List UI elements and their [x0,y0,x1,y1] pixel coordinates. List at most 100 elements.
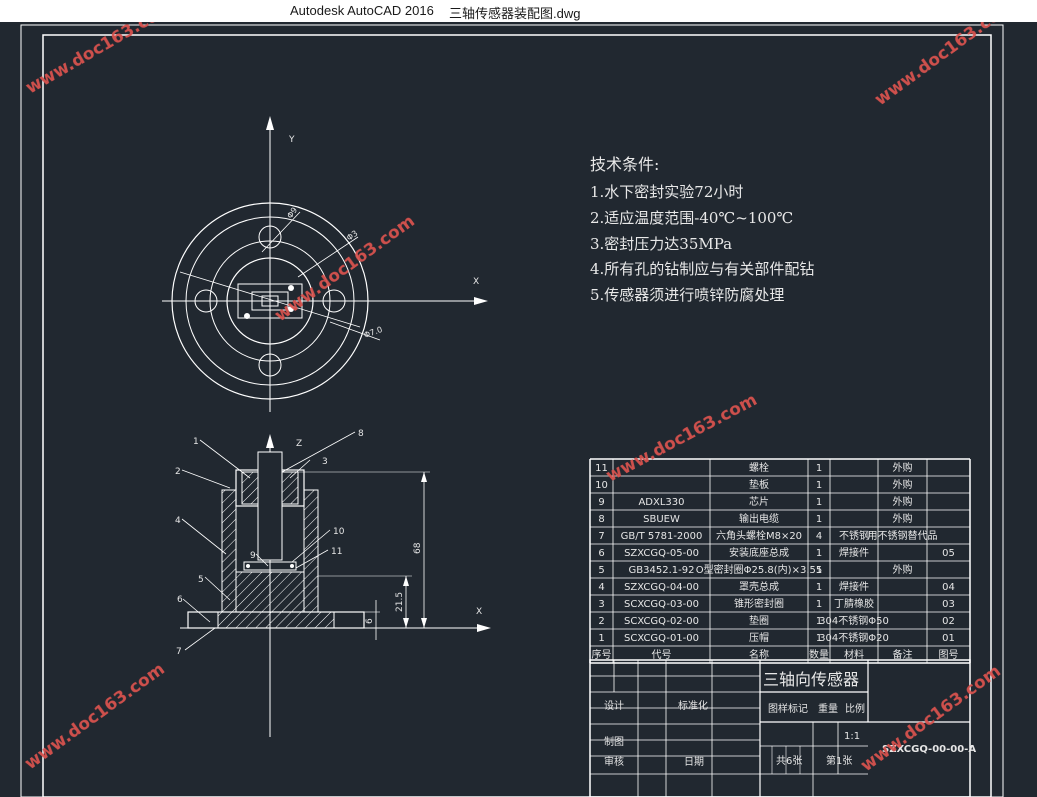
bom-cell-qty: 1 [816,633,822,644]
bom-cell-name: 芯片 [749,495,769,508]
bom-cell-code: SCXCGQ-03-00 [624,599,699,610]
x-axis-arrow [474,297,488,305]
bom-cell-name: 罩壳总成 [739,580,779,593]
tech-item-2: 2.适应温度范围-40℃~100℃ [590,209,793,227]
bom-cell-no: 8 [598,514,604,525]
section-x-axis-arrow [477,624,491,632]
callout-6: 6 [177,595,183,605]
top-view[interactable]: Y X Φ9 Φ3 Φ7.0 [162,116,488,412]
callout-4: 4 [175,516,181,526]
product-name: 三轴向传感器 [763,670,859,689]
bom-cell-code: SBUEW [643,514,680,525]
bom-cell-qty: 1 [816,480,822,491]
watermark-6: www.doc163.com [857,661,1005,776]
bom-cell-no: 5 [598,565,604,576]
tech-item-4: 4.所有孔的钻制应与有关部件配钻 [590,260,814,278]
bom-header-drawing: 图号 [939,649,959,661]
tech-heading: 技术条件: [590,155,659,174]
tech-item-1: 1.水下密封实验72小时 [590,183,743,201]
label-date: 日期 [684,756,704,768]
bolt-hole-top [258,225,282,249]
bom-header-material: 材料 [844,648,864,661]
bom-cell-name: 锥形密封圈 [734,597,784,610]
callout-7: 7 [176,647,182,657]
bom-cell-drawing: 03 [942,599,955,610]
bom-cell-material: 不锈钢 [839,529,869,542]
dim-height: 68 [413,542,423,554]
bom-header-note: 备注 [893,648,913,661]
sheets-total: 共6张 [776,755,802,767]
section-z-label: Z [296,439,302,449]
drawing-canvas[interactable]: Y X Φ9 Φ3 Φ7.0 Z X [0,22,1037,797]
bom-cell-note: 外购 [893,461,913,474]
bom-cell-code: ADXL330 [638,497,684,508]
bom-cell-note: 外购 [893,512,913,525]
bom-cell-qty: 1 [816,582,822,593]
bom-cell-note: 外购 [893,478,913,491]
bom-cell-no: 11 [595,463,608,474]
outer-frame [20,24,1004,797]
y-axis-arrow [266,116,274,130]
bom-cell-code: SCXCGQ-02-00 [624,616,699,627]
bom-cell-qty: 1 [816,565,822,576]
bom-cell-name: 螺栓 [749,461,769,474]
bom-cell-material: 304不锈钢Φ20 [819,631,889,644]
bom-cell-no: 6 [598,548,604,559]
bom-cell-drawing: 04 [942,582,955,593]
label-scale: 比例 [845,702,865,715]
dim-mid: 21.5 [395,592,405,612]
dim-base: 6 [365,618,375,624]
bom-cell-name: 垫板 [749,478,769,491]
inner-frame [42,34,992,797]
bom-cell-code: GB3452.1-92 [629,565,695,576]
label-review: 审核 [604,755,624,768]
bolt-hole-right [322,289,346,313]
bom-cell-note: 用不锈钢替代品 [868,529,938,542]
bom-cell-no: 9 [598,497,604,508]
bolt-hole-bottom [258,353,282,377]
watermark-1: www.doc163.com [23,22,178,98]
callout-1: 1 [193,437,199,447]
bom-cell-no: 3 [598,599,604,610]
top-x-label: X [473,277,479,287]
section-view[interactable]: Z X 1 2 3 4 5 6 [175,429,491,737]
app-title: Autodesk AutoCAD 2016 [290,3,434,18]
label-draw: 制图 [604,735,624,748]
label-stage-mark: 图样标记 [768,702,808,715]
tech-item-3: 3.密封压力达35MPa [590,235,732,253]
scale-value: 1:1 [844,731,860,742]
file-title: 三轴传感器装配图.dwg [449,6,581,21]
callout-11: 11 [331,547,342,557]
bom-cell-qty: 1 [816,616,822,627]
bom-cell-drawing: 05 [942,548,955,559]
watermark-3: www.doc163.com [271,211,419,326]
bom-cell-material: 焊接件 [839,546,869,559]
callout-10: 10 [333,527,345,537]
bom-cell-no: 2 [598,616,604,627]
callout-9: 9 [250,551,256,561]
bom-cell-no: 10 [595,480,608,491]
callout-3: 3 [322,457,328,467]
title-bar: Autodesk AutoCAD 2016 三轴传感器装配图.dwg [0,0,1037,22]
bom-cell-name: 垫圈 [749,614,769,627]
title-block[interactable]: 三轴向传感器 设计 标准化 图样标记 重量 比例 1:1 制图 审核 日期 共6… [589,659,976,797]
bom-cell-name: 输出电缆 [739,512,779,525]
bom-cell-qty: 1 [816,463,822,474]
bom-cell-material: 丁腈橡胶 [834,597,874,610]
bom-cell-note: 外购 [893,563,913,576]
drawing-number: SZXCGQ-00-00-A [882,744,976,755]
bom-cell-drawing: 01 [942,633,955,644]
callout-5: 5 [198,575,204,585]
bom-cell-qty: 1 [816,497,822,508]
bom-header-no: 序号 [592,648,612,661]
bom-cell-qty: 4 [816,531,822,542]
bom-header-name: 名称 [749,648,769,661]
watermark-4: www.doc163.com [603,390,761,486]
callout-2: 2 [175,467,181,477]
bom-cell-note: 外购 [893,495,913,508]
bom-cell-qty: 1 [816,548,822,559]
bom-cell-qty: 1 [816,514,822,525]
top-dim-1: Φ9 [285,206,299,220]
bom-cell-material: 304不锈钢Φ50 [819,614,889,627]
